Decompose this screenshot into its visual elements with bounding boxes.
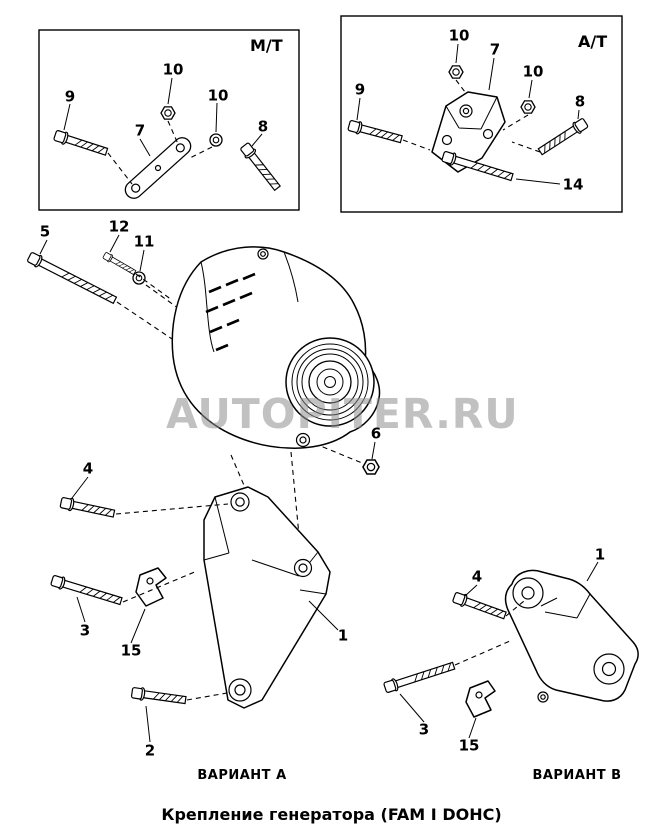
callout-main-5: 5 bbox=[39, 222, 51, 241]
callout-at-10a: 10 bbox=[448, 26, 470, 45]
alternator-drawing bbox=[25, 234, 381, 557]
at-inset-drawing bbox=[340, 15, 623, 213]
variant-a-label: ВАРИАНТ А bbox=[197, 768, 287, 783]
callout-va-4: 4 bbox=[82, 459, 94, 478]
callout-mt-9: 9 bbox=[64, 87, 76, 106]
callout-mt-8: 8 bbox=[257, 117, 269, 136]
callout-vb-4: 4 bbox=[471, 567, 483, 586]
bracket-variant-b-drawing bbox=[382, 561, 639, 739]
callout-main-6: 6 bbox=[370, 424, 382, 443]
diagram-caption: Крепление генератора (FAM I DOHC) bbox=[161, 805, 502, 824]
bracket-variant-a-drawing bbox=[49, 476, 339, 743]
callout-va-1: 1 bbox=[337, 626, 349, 645]
callout-at-7: 7 bbox=[489, 40, 501, 59]
callout-va-3: 3 bbox=[79, 621, 91, 640]
callout-at-14: 14 bbox=[562, 175, 584, 194]
at-inset-label: A/T bbox=[578, 32, 608, 51]
variant-b-label: ВАРИАНТ B bbox=[532, 768, 622, 783]
callout-vb-3: 3 bbox=[418, 720, 430, 739]
callout-mt-10a: 10 bbox=[162, 60, 184, 79]
watermark-text: AUTOPITER.RU bbox=[166, 390, 519, 438]
callout-va-15: 15 bbox=[120, 641, 142, 660]
callout-at-10b: 10 bbox=[522, 62, 544, 81]
callout-mt-10b: 10 bbox=[207, 86, 229, 105]
callout-va-2: 2 bbox=[144, 741, 156, 760]
callout-at-9: 9 bbox=[354, 80, 366, 99]
callout-vb-1: 1 bbox=[594, 545, 606, 564]
mt-inset-label: M/T bbox=[250, 36, 283, 55]
mt-inset-drawing bbox=[38, 29, 300, 211]
callout-vb-15: 15 bbox=[458, 736, 480, 755]
callout-at-8: 8 bbox=[574, 92, 586, 111]
callout-main-11: 11 bbox=[133, 232, 155, 251]
callout-mt-7: 7 bbox=[134, 121, 146, 140]
callout-main-12: 12 bbox=[108, 217, 130, 236]
